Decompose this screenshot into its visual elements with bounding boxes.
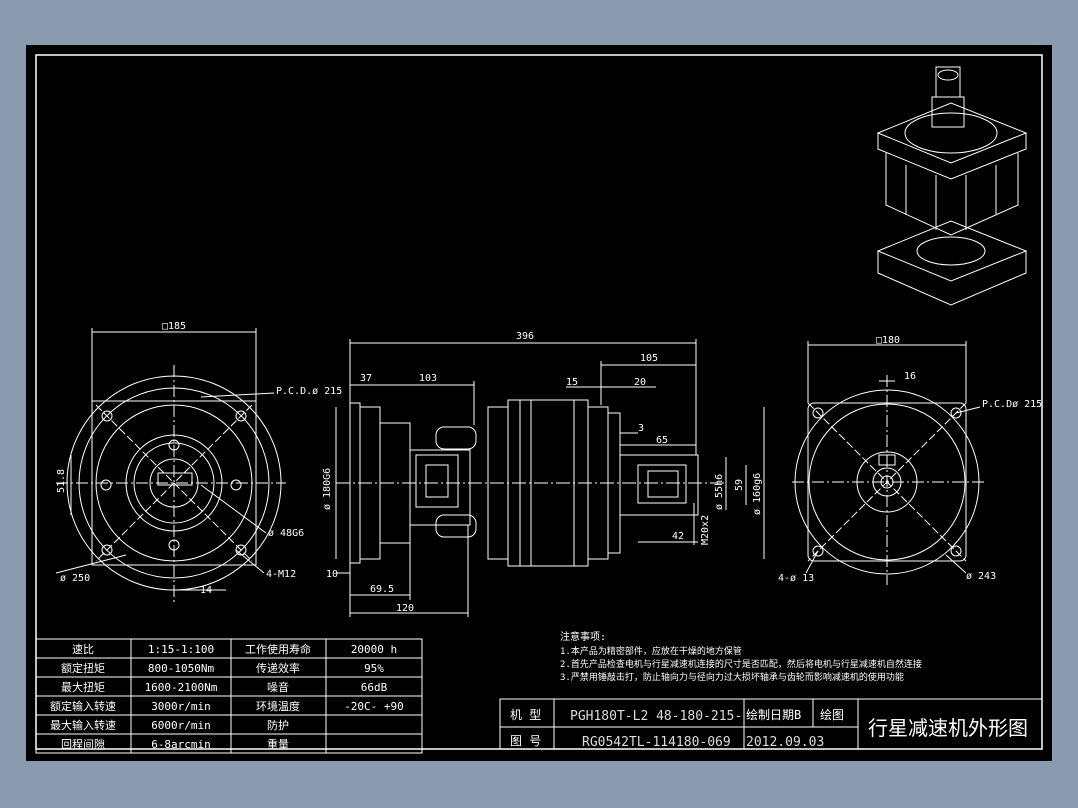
dim-mid-59: 59: [734, 479, 745, 491]
dim-mid-69-5: 69.5: [370, 584, 394, 595]
spec-cell-r3-c0: 额定输入转速: [50, 699, 116, 713]
cad-drawing: □185 P.C.D.ø 215 51.8 ø 48G6 ø 250 14 4-…: [35, 54, 1043, 754]
dim-right-16: 16: [904, 371, 916, 382]
dim-left-51-8: 51.8: [56, 469, 67, 493]
version-value: B: [794, 708, 801, 722]
dim-left-square: □185: [162, 321, 186, 332]
date-value: 2012.09.03: [746, 735, 824, 750]
spec-cell-r0-c2: 工作使用寿命: [245, 642, 311, 656]
dim-mid-d180: ø 180G6: [322, 468, 333, 510]
dim-mid-15: 15: [566, 377, 578, 388]
dim-mid-120: 120: [396, 603, 414, 614]
spec-cell-r3-c1: 3000r/min: [151, 700, 211, 713]
note-line-2: 2.首先产品检查电机与行星减速机连接的尺寸是否匹配，然后将电机与行星减速机自然连…: [560, 658, 922, 670]
note-line-1: 1.本产品为精密部件，应放在干燥的地方保管: [560, 645, 742, 657]
spec-cell-r0-c0: 速比: [72, 643, 94, 656]
spec-cell-r5-c2: 重量: [267, 737, 289, 751]
spec-cell-r1-c3: 95%: [364, 662, 384, 675]
spec-table-cells: 速比 1:15-1:100 工作使用寿命 20000 h 额定扭矩 800-1050Nm 传…: [50, 642, 404, 751]
dim-right-square: □180: [876, 335, 900, 346]
notes-title: 注意事项:: [560, 630, 606, 643]
dim-right-d243: ø 243: [966, 571, 996, 582]
spec-cell-r1-c2: 传递效率: [256, 661, 300, 675]
spec-table-grid: [35, 638, 423, 754]
dim-right-4d13: 4-ø 13: [778, 573, 814, 584]
title-block: 机 型 PGH180T-L2 48-180-215- 绘制日期 B 绘图 图 号…: [510, 707, 1028, 750]
spec-cell-r4-c1: 6000r/min: [151, 719, 211, 732]
dim-mid-d160: ø 160g6: [752, 473, 763, 515]
isometric-view: [876, 66, 1028, 306]
label-date: 绘制日期: [746, 707, 794, 722]
left-view: [55, 328, 286, 605]
dim-mid-10: 10: [326, 569, 338, 580]
right-view-labels: □180 16 P.C.Dø 215 4-ø 13 ø 243: [778, 335, 1042, 584]
dim-left-14: 14: [200, 585, 212, 596]
notes: 注意事项: 1.本产品为精密部件，应放在干燥的地方保管 2.首先产品检查电机与行…: [560, 630, 922, 683]
title-block-grid: [499, 698, 1043, 750]
label-model: 机 型: [510, 708, 541, 722]
spec-cell-r1-c1: 800-1050Nm: [148, 662, 215, 675]
spec-cell-r3-c2: 环境温度: [256, 699, 300, 713]
dim-mid-37: 37: [360, 373, 372, 384]
dim-mid-m20: M20x2: [700, 515, 711, 545]
spec-cell-r1-c0: 额定扭矩: [61, 661, 105, 675]
dim-mid-103: 103: [419, 373, 437, 384]
label-drawn: 绘图: [820, 707, 844, 722]
dim-mid-42: 42: [672, 531, 684, 542]
drawing-sheet: □185 P.C.D.ø 215 51.8 ø 48G6 ø 250 14 4-…: [26, 45, 1052, 761]
dim-mid-396: 396: [516, 331, 534, 342]
dim-left-pcd: P.C.D.ø 215: [276, 386, 342, 397]
dim-mid-105: 105: [640, 353, 658, 364]
drawing-number: RG0542TL-114180-069: [582, 735, 731, 750]
note-line-3: 3.严禁用锤敲击打，防止轴向力与径向力过大损坏轴承与齿轮而影响减速机的使用功能: [560, 671, 904, 683]
right-view: [792, 341, 984, 585]
spec-cell-r5-c0: 回程间隙: [61, 737, 105, 751]
dim-left-d48: ø 48G6: [268, 528, 304, 539]
dim-mid-d55: ø 55h6: [714, 474, 725, 510]
dim-left-4m12: 4-M12: [266, 569, 296, 580]
spec-cell-r2-c1: 1600-2100Nm: [145, 681, 218, 694]
model-value: PGH180T-L2 48-180-215-: [570, 709, 742, 724]
spec-cell-r5-c1: 6-8arcmin: [151, 738, 211, 751]
dim-right-pcd: P.C.Dø 215: [982, 399, 1042, 410]
left-view-labels: □185 P.C.D.ø 215 51.8 ø 48G6 ø 250 14 4-…: [56, 321, 342, 596]
spec-cell-r3-c3: -20C- +90: [344, 700, 404, 713]
side-view-labels: 396 37 103 105 15 20 3 65 ø 180G6 ø 55h6…: [322, 331, 763, 614]
label-drawing-no: 图 号: [510, 734, 541, 748]
spec-cell-r0-c3: 20000 h: [351, 643, 397, 656]
side-view: [335, 339, 765, 617]
dim-mid-20: 20: [634, 377, 646, 388]
drawing-title: 行星减速机外形图: [868, 716, 1028, 740]
dim-left-d250: ø 250: [60, 573, 90, 584]
spec-cell-r4-c2: 防护: [267, 718, 289, 732]
spec-cell-r2-c3: 66dB: [361, 681, 388, 694]
spec-cell-r2-c2: 噪音: [267, 680, 289, 694]
dim-mid-3: 3: [638, 423, 644, 434]
spec-cell-r2-c0: 最大扭矩: [61, 680, 105, 694]
spec-cell-r0-c1: 1:15-1:100: [148, 643, 214, 656]
spec-cell-r4-c0: 最大输入转速: [50, 718, 116, 732]
dim-mid-65: 65: [656, 435, 668, 446]
